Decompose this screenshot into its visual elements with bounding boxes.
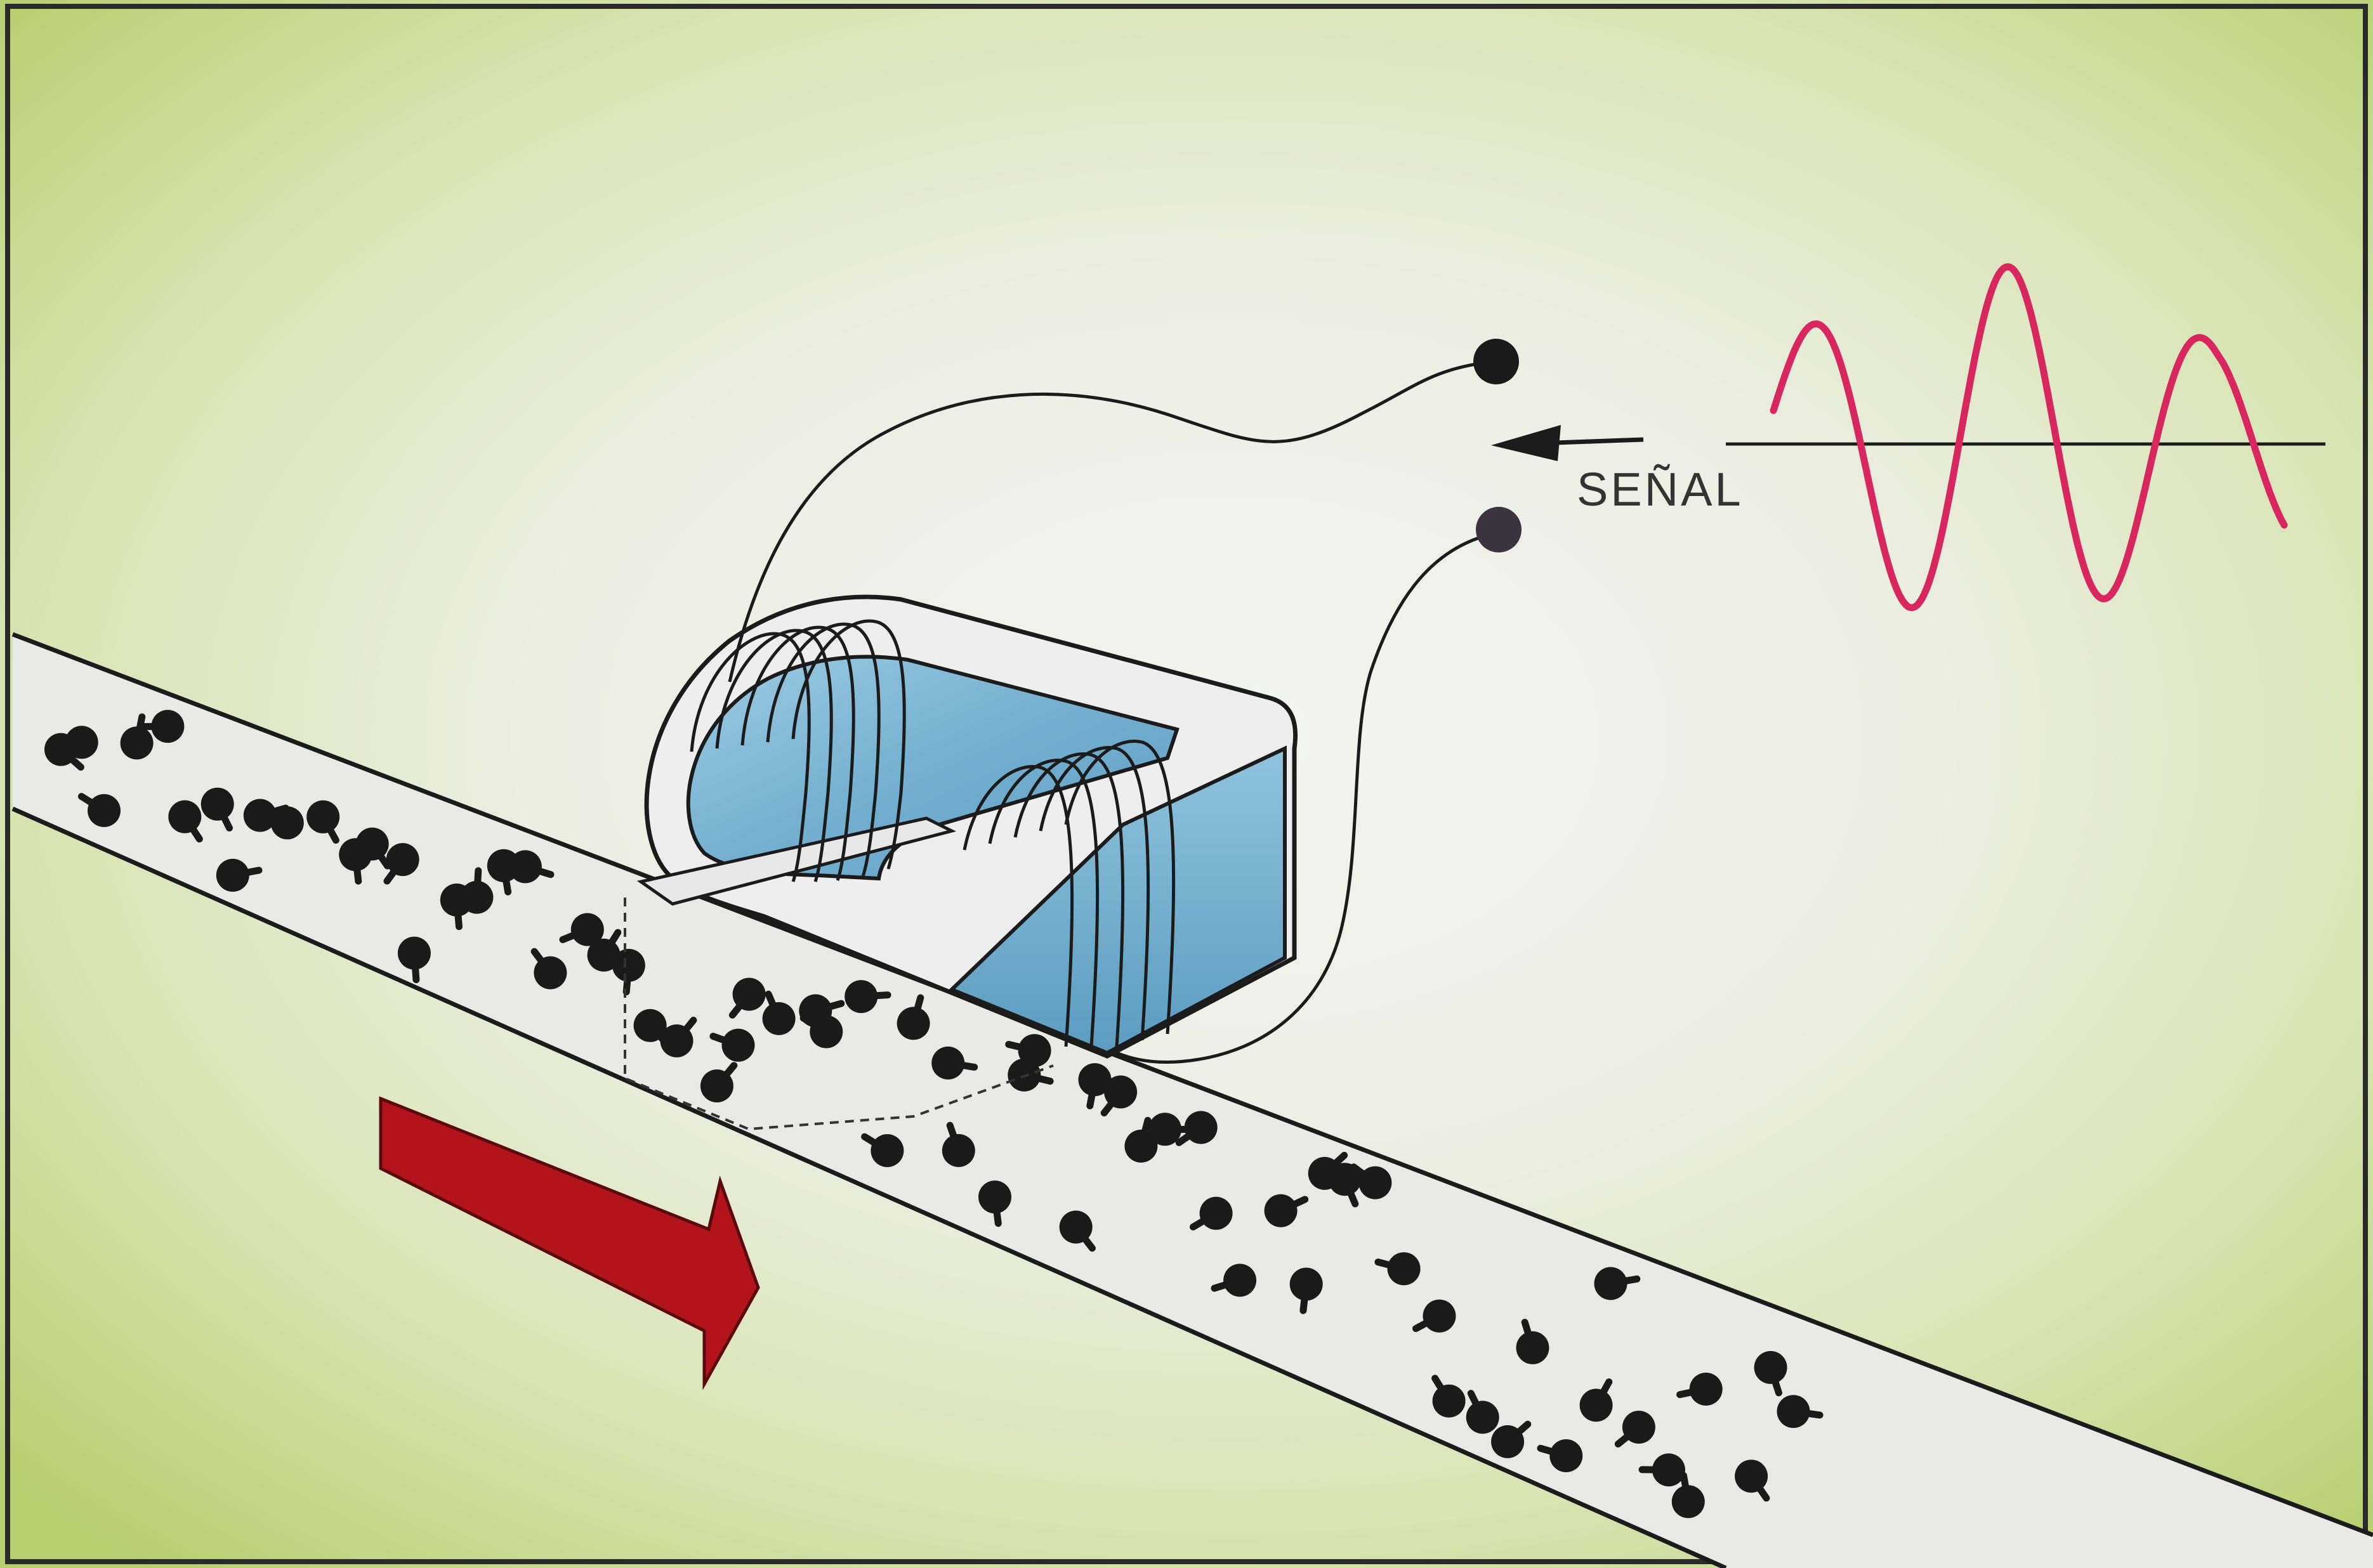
magnetic-particle: [88, 794, 121, 827]
magnetic-particle: [120, 726, 154, 760]
magnetic-particle: [65, 726, 98, 759]
magnetic-particle: [721, 1028, 755, 1062]
recording-head: [624, 360, 1498, 1131]
magnetic-particle: [845, 980, 878, 1014]
magnetic-particle: [216, 858, 249, 892]
magnetic-particle: [1199, 1196, 1233, 1230]
tape-top-edge: [11, 632, 2373, 1538]
magnetic-particle: [612, 948, 645, 982]
magnetic-particle: [1184, 1111, 1218, 1144]
signal-waveform: [1770, 263, 2288, 611]
magnetic-particle: [1754, 1350, 1787, 1384]
magnetic-particle: [1358, 1166, 1392, 1199]
magnetic-particle: [660, 1024, 693, 1057]
magnetic-particle: [1516, 1331, 1549, 1364]
magnetic-particle: [1387, 1252, 1421, 1286]
magnetic-particle: [1328, 1163, 1362, 1196]
signal-label: SEÑAL: [1577, 463, 1744, 516]
magnetic-particle: [587, 938, 621, 972]
magnetic-particles: [44, 710, 1824, 1519]
magnetic-particle: [931, 1046, 965, 1080]
magnetic-particle: [897, 1007, 930, 1040]
magnetic-particle: [151, 710, 185, 743]
magnetic-particle: [1223, 1264, 1257, 1297]
magnetic-particle: [1622, 1411, 1655, 1444]
magnetic-particle: [700, 1069, 733, 1102]
terminal-top: [1473, 339, 1519, 384]
magnetic-tape: [13, 634, 2373, 1568]
magnetic-particle: [1432, 1384, 1466, 1418]
magnetic-particle: [1423, 1299, 1456, 1333]
magnetic-particle: [1059, 1210, 1093, 1244]
magnetic-particle: [355, 827, 389, 861]
magnetic-particle: [1579, 1388, 1613, 1422]
magnetic-particle: [633, 1009, 667, 1042]
magnetic-particle: [732, 977, 766, 1011]
magnetic-particle: [1104, 1075, 1138, 1109]
magnetic-particle: [1491, 1425, 1525, 1458]
magnetic-particle: [1735, 1460, 1768, 1493]
magnetic-particle: [1264, 1194, 1298, 1227]
magnetic-particle: [1652, 1453, 1685, 1487]
magnetic-particle: [1124, 1129, 1158, 1163]
magnetic-particle: [508, 850, 542, 884]
magnetic-particle: [1289, 1267, 1323, 1301]
magnetic-particle: [1594, 1267, 1627, 1300]
tape-bottom-edge: [11, 806, 1727, 1568]
lead-wire-bottom: [1116, 531, 1498, 1064]
magnetic-particle: [1148, 1113, 1182, 1146]
coil-right: [963, 740, 1176, 1047]
magnetic-particle: [1078, 1063, 1112, 1097]
frame-border: [5, 4, 2368, 1564]
magnetic-particle: [306, 800, 340, 833]
magnetic-particle: [1671, 1485, 1705, 1519]
magnetic-particle: [1466, 1401, 1499, 1434]
tape-direction-arrow: [379, 1096, 760, 1390]
magnetic-particle: [168, 800, 202, 833]
magnetic-particle: [978, 1180, 1011, 1214]
terminal-bottom: [1476, 507, 1522, 552]
magnetic-particle: [386, 843, 419, 877]
magnetic-particle: [1549, 1439, 1583, 1472]
magnetic-particle: [762, 1002, 796, 1035]
magnetic-particle: [200, 787, 234, 821]
coil-left: [690, 619, 906, 882]
magnetic-particle: [1777, 1395, 1810, 1428]
magnetic-particle: [570, 913, 604, 946]
magnetic-particle: [534, 956, 567, 990]
signal-arrow: [1491, 425, 1644, 461]
magnetic-particle: [270, 806, 304, 840]
magnetic-particle: [460, 880, 494, 914]
magnetic-particle: [810, 1015, 843, 1049]
magnetic-particle: [397, 936, 431, 970]
head-side-face: [948, 745, 1287, 1055]
magnetic-particle: [1018, 1034, 1051, 1068]
magnetic-particle: [1689, 1373, 1723, 1406]
magnetic-particle: [942, 1134, 975, 1167]
lead-wire-top: [728, 360, 1495, 683]
magnetic-particle: [871, 1134, 904, 1167]
